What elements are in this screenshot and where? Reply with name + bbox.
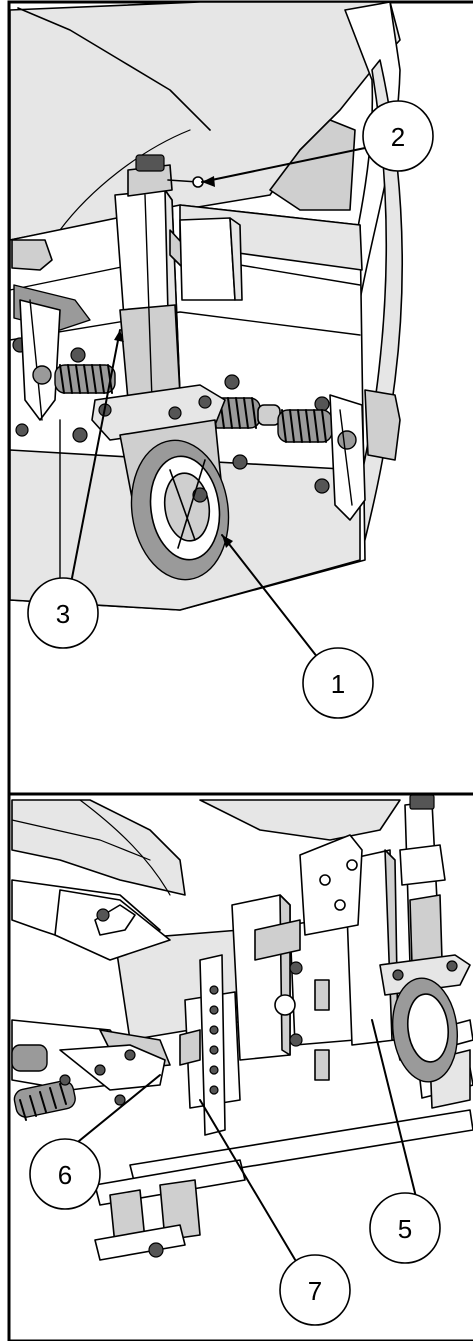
- panel-top: 2 3 1: [7, 0, 473, 796]
- mast: [231, 834, 399, 1081]
- top-leaders: [71, 147, 366, 659]
- left-linkage: [11, 239, 91, 421]
- callout-5-label: 5: [398, 1214, 412, 1244]
- left-linkage-bottom: [11, 1019, 171, 1121]
- base-frame: [94, 1019, 473, 1261]
- callout-5: 5: [369, 1192, 441, 1264]
- callout-1: 1: [302, 647, 374, 719]
- callout-7-label: 7: [308, 1276, 322, 1306]
- caster-bottom: [379, 794, 471, 1083]
- callout-3: 3: [27, 577, 99, 649]
- callout-6-label: 6: [58, 1160, 72, 1190]
- hole-post: [179, 954, 241, 1136]
- bottom-leaders: [67, 1019, 419, 1269]
- callout-3-label: 3: [56, 599, 70, 629]
- caster-assembly: [91, 154, 243, 581]
- callout-7: 7: [279, 1254, 351, 1326]
- callout-2-label: 2: [391, 122, 405, 152]
- callout-2: 2: [362, 100, 434, 172]
- right-hinge: [329, 394, 366, 521]
- panel-bottom: 6 5 7: [7, 792, 473, 1341]
- callout-6: 6: [29, 1138, 101, 1210]
- callout-1-label: 1: [331, 669, 345, 699]
